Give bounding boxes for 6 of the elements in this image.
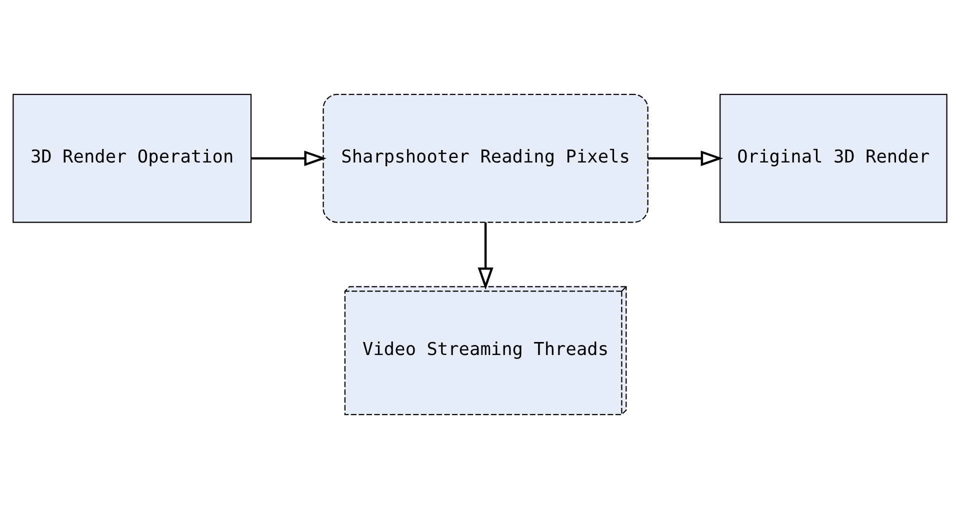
node-box: Sharpshooter Reading Pixels [322,93,648,222]
arrow [478,222,494,290]
node-box: Original 3D Render [720,93,948,222]
node-box: 3D Render Operation [12,93,252,222]
arrow [648,150,724,166]
arrow [251,150,326,166]
